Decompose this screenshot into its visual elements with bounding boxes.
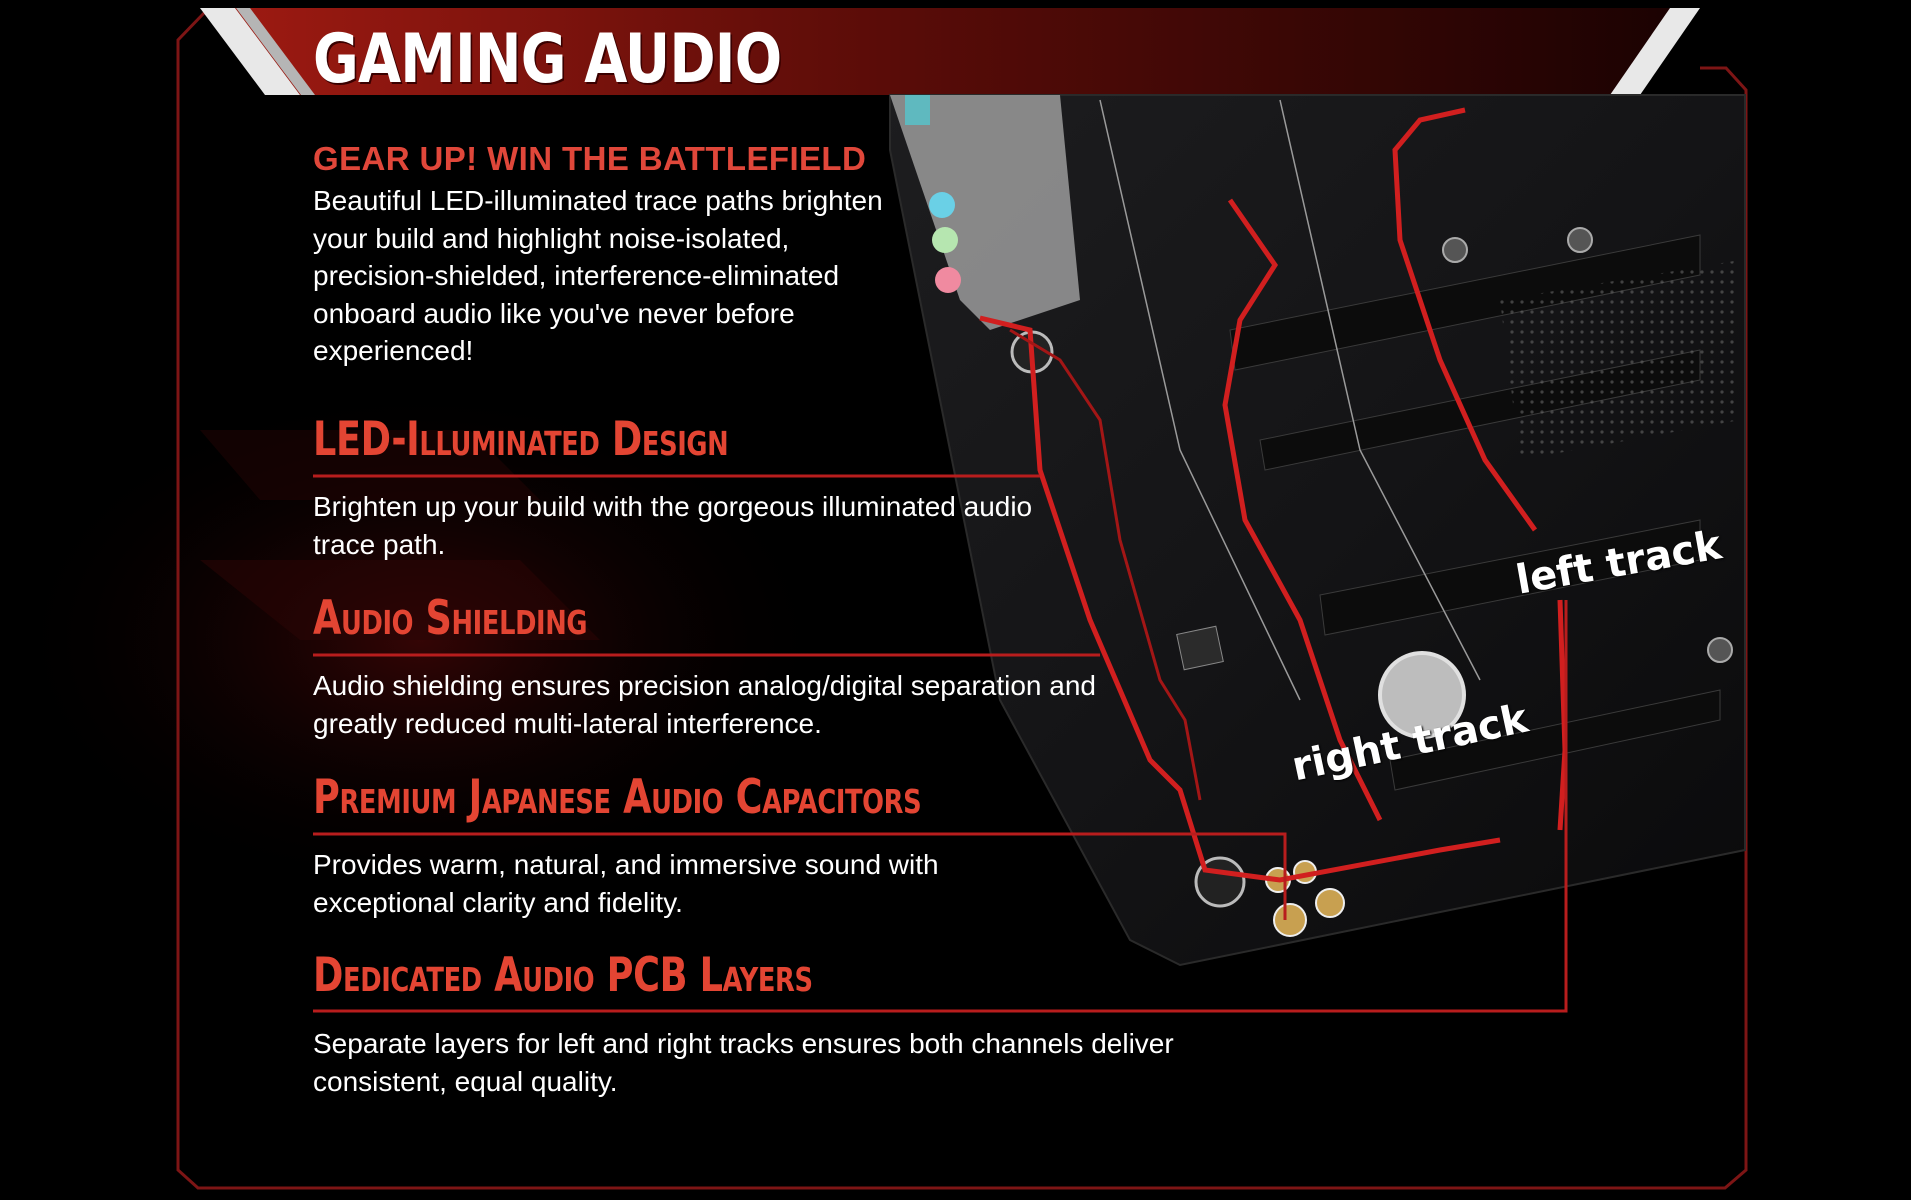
screw-hole [1567,227,1593,253]
pci-slot [1389,689,1721,791]
feature-desc-capacitors: Provides warm, natural, and immersive so… [313,849,939,918]
banner-band [222,8,1690,95]
m2-heatsink-pattern [1500,260,1740,460]
feature-heading-pcb-layers: Dedicated Audio PCB Layers [313,948,813,1003]
io-shield [890,95,1080,330]
led-trace-path [1222,198,1383,822]
audio-jack-green [932,227,958,253]
motherboard-image [889,94,1746,967]
page-title: GAMING AUDIO [313,20,782,99]
intro-text: Beautiful LED-illuminated trace paths br… [313,185,883,366]
outer-frame [176,10,1748,1190]
cmos-battery [1378,651,1466,739]
background-chevron [200,430,540,500]
screw-hole [1442,237,1468,263]
audio-isolation-line [1099,99,1301,701]
audio-codec-chip [1176,625,1224,671]
feature-heading-led: LED-Illuminated Design [313,412,729,467]
feature-desc-pcb-layers: Separate layers for left and right track… [313,1028,1174,1097]
feature-desc-shielding: Audio shielding ensures precision analog… [313,670,1096,739]
audio-jack-blue [929,192,955,218]
audio-jack-pink [935,267,961,293]
audio-isolation-line [1279,99,1481,681]
audio-capacitor [1315,888,1345,918]
banner-left-stripe [200,8,300,95]
feature-heading-capacitors: Premium Japanese Audio Capacitors [313,770,922,825]
callout-line-capacitors [313,832,1287,920]
led-trace-path [1392,107,1538,532]
audio-capacitor [1273,903,1307,937]
feature-desc-led: Brighten up your build with the gorgeous… [313,491,1033,560]
led-trace-path [1009,328,1202,801]
callout-line-pcb-layers [313,600,1568,1013]
io-port [905,95,930,125]
pcie-slot [1319,519,1701,636]
screw-hole [1707,637,1733,663]
background-chevron [200,560,600,640]
tagline: GEAR UP! WIN THE BATTLEFIELD [313,140,867,177]
banner-left-stripe [236,8,315,95]
banner-right-stripe [1610,8,1700,95]
feature-heading-shielding: Audio Shielding [313,591,588,646]
led-trace-path [979,315,1501,883]
